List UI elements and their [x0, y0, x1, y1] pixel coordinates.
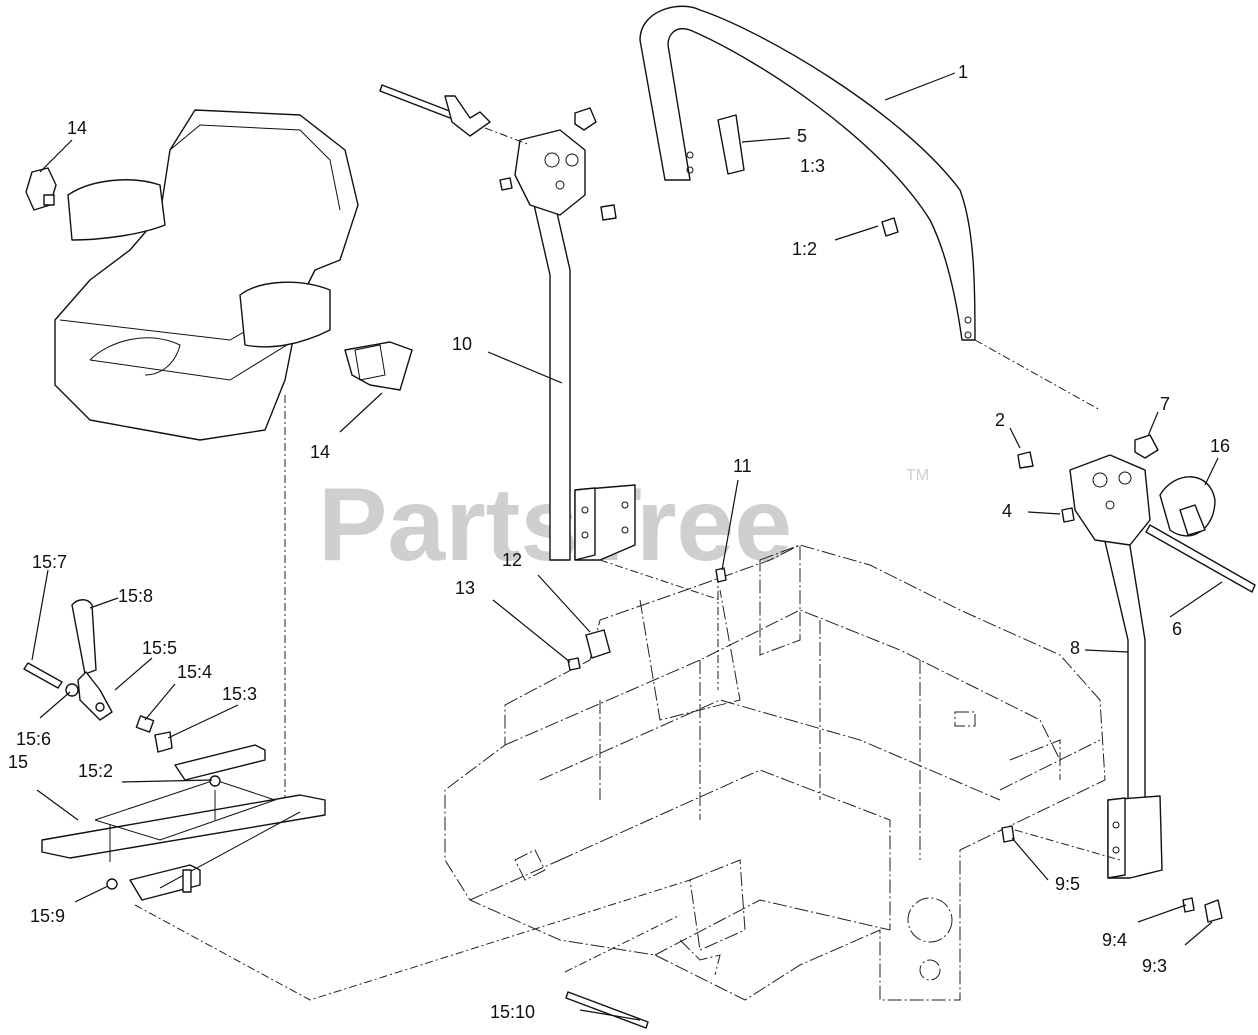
rops-right-tube — [1069, 454, 1163, 879]
callout-9-5: 9:5 — [1055, 874, 1080, 894]
callout-15: 15 — [8, 752, 28, 772]
callout-1: 1 — [958, 62, 968, 82]
callout-1-2: 1:2 — [792, 239, 817, 259]
frame-alignment-line — [599, 559, 721, 690]
callout-2: 2 — [995, 410, 1005, 430]
callout-15-5: 15:5 — [142, 638, 177, 658]
callout-9-3: 9:3 — [1142, 956, 1167, 976]
callout-15-4: 15:4 — [177, 662, 212, 682]
callout-4: 4 — [1002, 501, 1012, 521]
rops-left-hardware — [379, 84, 617, 221]
mower-frame — [444, 544, 1106, 1001]
rod-alignment-line — [134, 879, 691, 1001]
seat-switch-left — [25, 167, 57, 211]
callout-labels: 1 5 1:3 1:2 2 4 6 7 8 9:3 9:4 9:5 10 11 … — [8, 62, 1230, 1022]
callout-14-top: 14 — [67, 118, 87, 138]
callout-7: 7 — [1160, 394, 1170, 414]
callout-15-3: 15:3 — [222, 684, 257, 704]
callout-10: 10 — [452, 334, 472, 354]
seat-plate — [41, 744, 326, 901]
callout-15-10: 15:10 — [490, 1002, 535, 1022]
rops-hoop — [639, 5, 976, 341]
callout-1-3: 1:3 — [800, 156, 825, 176]
rod-15-10 — [564, 914, 681, 1029]
watermark-trademark: TM — [906, 467, 929, 484]
rops-left-tube — [514, 129, 636, 561]
callout-9-4: 9:4 — [1102, 930, 1127, 950]
lever-hardware — [23, 662, 221, 890]
callout-1-3-pre: 5 — [797, 126, 807, 146]
hoop-alignment-line — [974, 339, 1101, 411]
callout-14-right: 14 — [310, 442, 330, 462]
seat-adjust-lever — [71, 599, 113, 721]
callout-6: 6 — [1172, 619, 1182, 639]
callout-11: 11 — [733, 456, 752, 476]
callout-16: 16 — [1210, 436, 1230, 456]
decal-5 — [717, 114, 745, 175]
rops-right-hardware — [1001, 434, 1256, 923]
leader-lines — [31, 72, 1223, 1021]
callout-15-8: 15:8 — [118, 586, 153, 606]
callout-15-7: 15:7 — [32, 552, 67, 572]
seat-switch-right — [344, 341, 413, 391]
callout-15-6: 15:6 — [16, 729, 51, 749]
spacer-hardware — [567, 567, 727, 671]
callout-15-9: 15:9 — [30, 906, 65, 926]
callout-13: 13 — [455, 578, 475, 598]
callout-8: 8 — [1070, 638, 1080, 658]
callout-12: 12 — [502, 550, 522, 570]
callout-15-2: 15:2 — [78, 761, 113, 781]
decal-1-2 — [881, 217, 899, 237]
seat — [54, 109, 359, 441]
